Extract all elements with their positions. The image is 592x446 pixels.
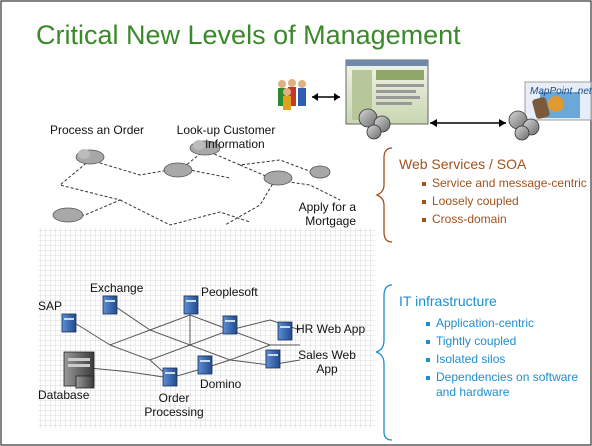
cloud-icon [263,170,293,186]
exchange-label: Exchange [90,281,144,295]
browser-window-icon [345,59,429,125]
gear-cluster-icon [508,110,540,141]
it-infrastructure-bullet: Isolated silos [426,352,588,367]
it-infrastructure-bullet: Dependencies on software and hardware [426,370,588,400]
double-arrow-icon [312,93,340,101]
server-icon [102,295,118,315]
server-icon [277,321,293,341]
it-infrastructure-bullet: Application-centric [426,316,588,331]
server-icon [162,367,178,387]
server-icon [222,315,238,335]
it-infrastructure-heading: IT infrastructure [399,293,497,309]
server-icon [183,295,199,315]
web-services-heading: Web Services / SOA [399,156,527,172]
mappoint-service-icon [524,81,592,121]
sales-web-app-label: Sales Web App [290,348,364,376]
double-arrow-icon [430,119,506,127]
sales-web-line2: App [316,362,338,376]
database-icon [63,351,95,389]
sap-label: SAP [38,299,63,313]
sales-web-line1: Sales Web [298,348,356,362]
cloud-icon [189,140,221,156]
web-services-bullet: Loosely coupled [422,194,590,209]
gear-cluster-icon [358,108,391,140]
lookup-customer-label: Look-up Customer information [171,123,281,151]
infrastructure-grid-area [38,228,375,428]
apply-mortgage-label: Apply for a Mortgage [280,200,356,228]
web-services-bullets: Service and message-centric Loosely coup… [422,176,590,230]
domino-label: Domino [200,377,242,391]
order-line2: Processing [144,405,204,419]
server-icon [265,349,281,369]
web-services-bullet: Cross-domain [422,212,590,227]
server-icon [197,355,213,375]
lookup-customer-line1: Look-up Customer [176,123,276,137]
web-services-bullet: Service and message-centric [422,176,590,191]
people-group-icon [278,79,306,110]
apply-mortgage-line2: Mortgage [305,214,356,228]
cloud-icon [163,162,193,178]
order-processing-label: Order Processing [133,391,215,419]
slide-title: Critical New Levels of Management [36,20,461,50]
order-line1: Order [158,391,190,405]
it-infrastructure-brace [375,284,393,441]
it-infrastructure-bullet: Tightly coupled [426,334,588,349]
cloud-icon [309,165,331,179]
mappoint-label: MapPoint .net [530,86,592,97]
database-label: Database [38,388,90,402]
apply-mortgage-line1: Apply for a [298,200,356,214]
peoplesoft-label: Peoplesoft [201,285,258,299]
it-infrastructure-bullets: Application-centric Tightly coupled Isol… [426,316,588,403]
lookup-customer-line2: information [205,137,265,151]
server-icon [61,313,77,333]
web-services-brace [375,147,393,243]
hr-web-app-label: HR Web App [296,322,366,336]
cloud-icon [52,207,84,223]
cloud-icon [75,149,105,165]
process-order-label: Process an Order [50,123,145,137]
